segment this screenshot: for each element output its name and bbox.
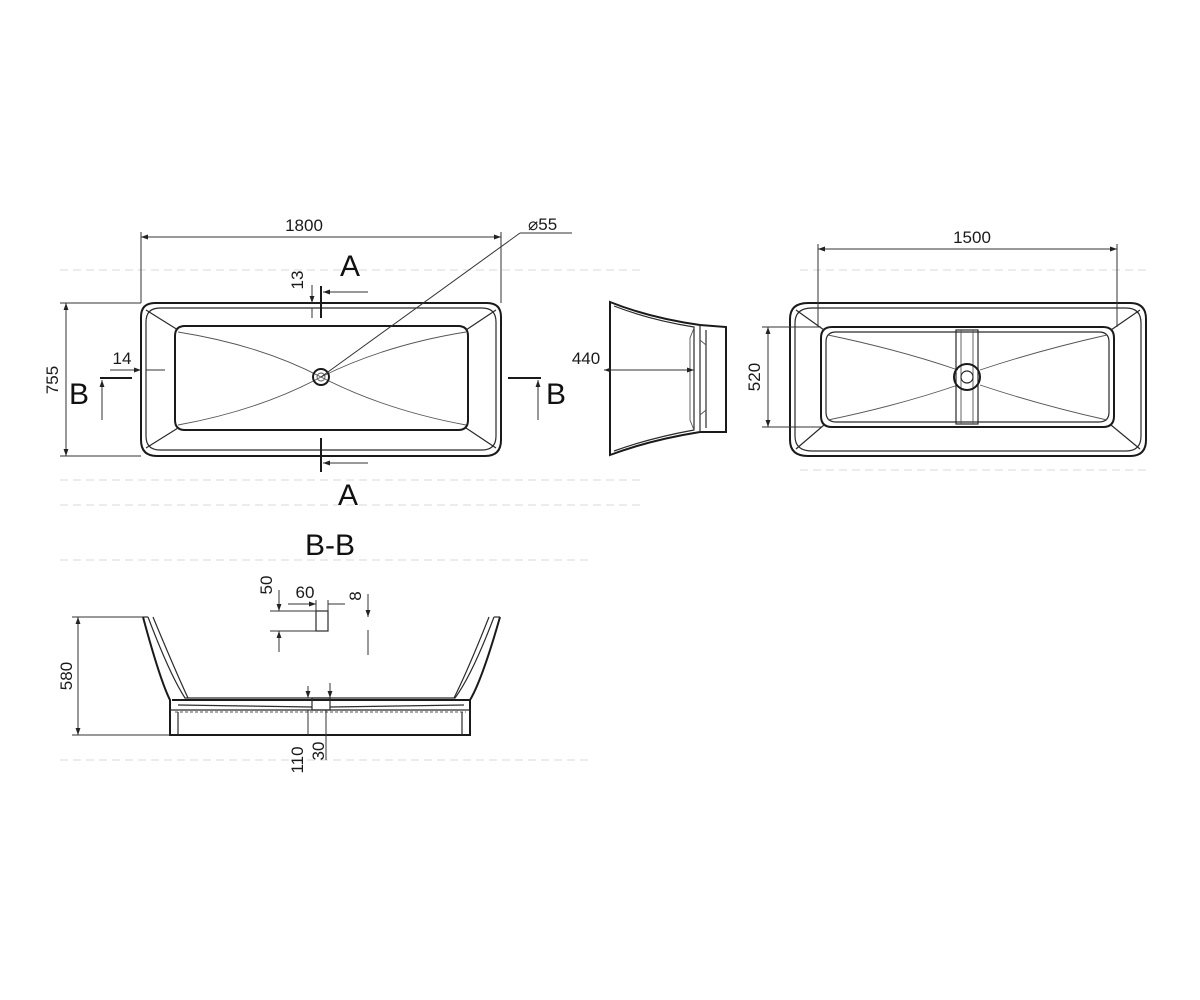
bottom-length-dim-1500: 1500 xyxy=(953,228,991,247)
section-shell-outer xyxy=(142,616,501,736)
section-dim-60: 60 xyxy=(296,583,315,602)
section-dim-30: 30 xyxy=(309,742,328,761)
side-view: 440 xyxy=(572,300,727,457)
bottom-base-outline xyxy=(820,326,1115,428)
length-dim-1800: 1800 xyxy=(285,216,323,235)
section-overflow xyxy=(315,610,329,632)
depth-dim-440: 440 xyxy=(572,349,600,368)
bottom-width-dim-520: 520 xyxy=(745,363,764,391)
drain-outlet xyxy=(312,368,330,386)
construction-lines xyxy=(60,269,1150,761)
section-b-label-left: B xyxy=(69,378,89,411)
section-bb-title: B-B xyxy=(305,529,355,562)
section-height-dim-580: 580 xyxy=(57,662,76,690)
side-profile-outer xyxy=(609,300,727,457)
bottom-outer-rim xyxy=(789,302,1147,457)
width-dim-755: 755 xyxy=(43,366,62,394)
section-drain xyxy=(311,697,331,711)
drain-diameter-label: ⌀55 xyxy=(528,215,557,234)
section-dim-8: 8 xyxy=(346,591,365,600)
bottom-view: 1500 520 xyxy=(745,228,1147,457)
overflow-dim-13: 13 xyxy=(288,271,307,290)
tub-outer-rim xyxy=(140,302,502,457)
section-a-label-top: A xyxy=(340,250,360,283)
section-b-label-right: B xyxy=(546,378,566,411)
tub-rim-bevel xyxy=(145,307,497,451)
section-dim-110: 110 xyxy=(288,746,307,773)
tub-inner-bowl xyxy=(174,325,469,431)
bottom-drain xyxy=(953,363,981,391)
center-support xyxy=(955,329,979,425)
rim-offset-dim-14: 14 xyxy=(113,349,132,368)
section-dim-50: 50 xyxy=(257,576,276,595)
section-bb: B-B 580 50 xyxy=(57,529,501,774)
top-view: ⌀55 1800 755 14 13 A A B B xyxy=(43,215,572,512)
section-a-label-bottom: A xyxy=(338,479,358,512)
